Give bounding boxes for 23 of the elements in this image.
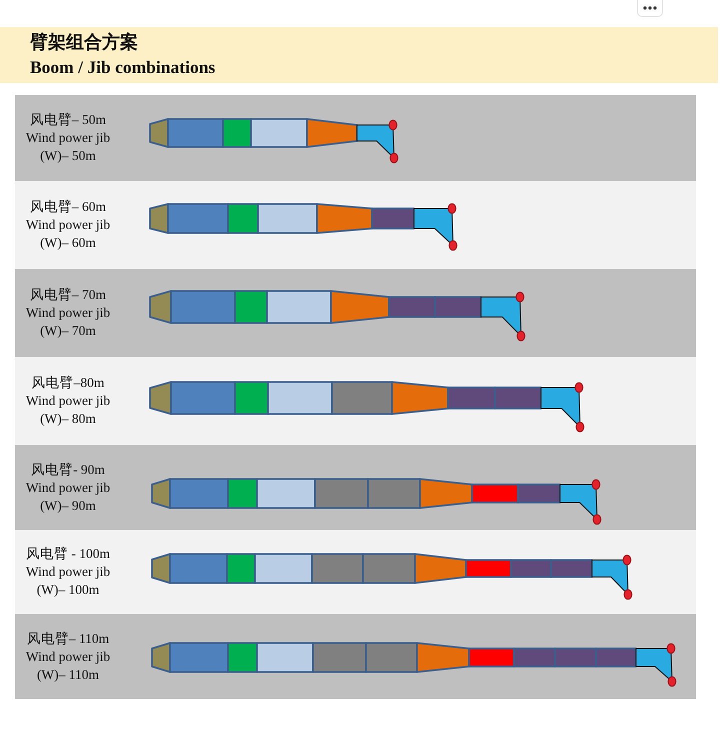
row-heading: 风电臂– 60m bbox=[30, 198, 106, 216]
row-band bbox=[15, 445, 696, 530]
row-heading: 风电臂– 50m bbox=[30, 111, 106, 129]
row-band bbox=[15, 269, 696, 357]
row-description: Wind power jib (W)– 80m bbox=[24, 392, 112, 428]
row-heading: 风电臂– 110m bbox=[26, 630, 110, 648]
row-heading: 风电臂- 90m bbox=[31, 460, 105, 478]
row-heading: 风电臂 - 100m bbox=[26, 545, 110, 563]
row-description: Wind power jib (W)– 90m bbox=[24, 478, 112, 514]
row-band bbox=[15, 530, 696, 614]
row-description: Wind power jib (W)– 100m bbox=[24, 563, 112, 599]
row-description: Wind power jib (W)– 60m bbox=[24, 216, 112, 252]
row-band bbox=[15, 95, 696, 181]
row-band bbox=[15, 614, 696, 699]
subtitle: Boom / Jib combinations bbox=[30, 56, 216, 78]
title: 臂架组合方案 bbox=[30, 32, 138, 54]
row-heading: 风电臂– 70m bbox=[30, 286, 106, 304]
row-band bbox=[15, 357, 696, 445]
row-description: Wind power jib (W)– 70m bbox=[24, 304, 112, 340]
row-description: Wind power jib (W)– 50m bbox=[24, 129, 112, 165]
row-heading: 风电臂–80m bbox=[32, 374, 104, 392]
row-description: Wind power jib (W)– 110m bbox=[24, 648, 112, 684]
row-band bbox=[15, 181, 696, 269]
